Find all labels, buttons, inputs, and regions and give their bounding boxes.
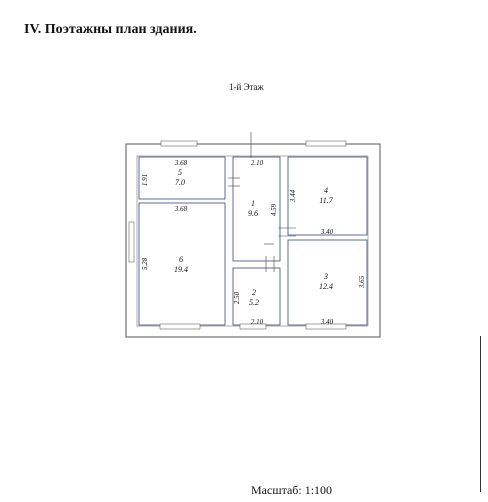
dim-room4-height: 3.44	[289, 189, 297, 203]
room-4-number: 4	[324, 186, 328, 195]
windows	[128, 140, 347, 330]
page-edge-line	[480, 336, 481, 492]
room-6-number: 6	[179, 255, 183, 264]
room-4-area: 11.7	[319, 196, 333, 205]
scale-label: Масштаб: 1:100	[251, 483, 333, 497]
room-4	[287, 156, 368, 236]
room-1-area: 9.6	[248, 209, 258, 218]
outer-wall	[125, 143, 381, 338]
dim-room2-width: 2.10	[251, 318, 264, 326]
room-1	[232, 156, 281, 262]
floor-label: 1-й Этаж	[229, 82, 264, 92]
dim-room1-width: 2.10	[251, 159, 264, 167]
dim-room5-height: 1.91	[141, 174, 149, 186]
dim-room4-width: 3.40	[320, 228, 334, 236]
door-marks	[228, 132, 296, 272]
room-2-number: 2	[252, 288, 256, 297]
room-3-area: 12.4	[319, 282, 333, 291]
dim-room3-width: 3.40	[320, 318, 334, 326]
dim-room5-width: 3.68	[174, 159, 188, 167]
dim-room6-height: 5.28	[141, 257, 149, 270]
room-5-number: 5	[178, 168, 182, 177]
room-5-area: 7.0	[175, 178, 185, 187]
dim-room2-height: 2.50	[233, 291, 241, 304]
dim-room3-height: 3.65	[358, 275, 366, 289]
room-6	[138, 202, 226, 326]
room-3-number: 3	[323, 272, 328, 281]
room-1-number: 1	[251, 199, 255, 208]
room-2-area: 5.2	[249, 298, 259, 307]
page-heading: IV. Поэтажны план здания.	[24, 22, 197, 37]
dim-room6-width: 3.68	[174, 205, 188, 213]
room-6-area: 19.4	[174, 265, 188, 274]
room-5	[138, 156, 226, 200]
dim-room1-height: 4.59	[270, 203, 278, 216]
